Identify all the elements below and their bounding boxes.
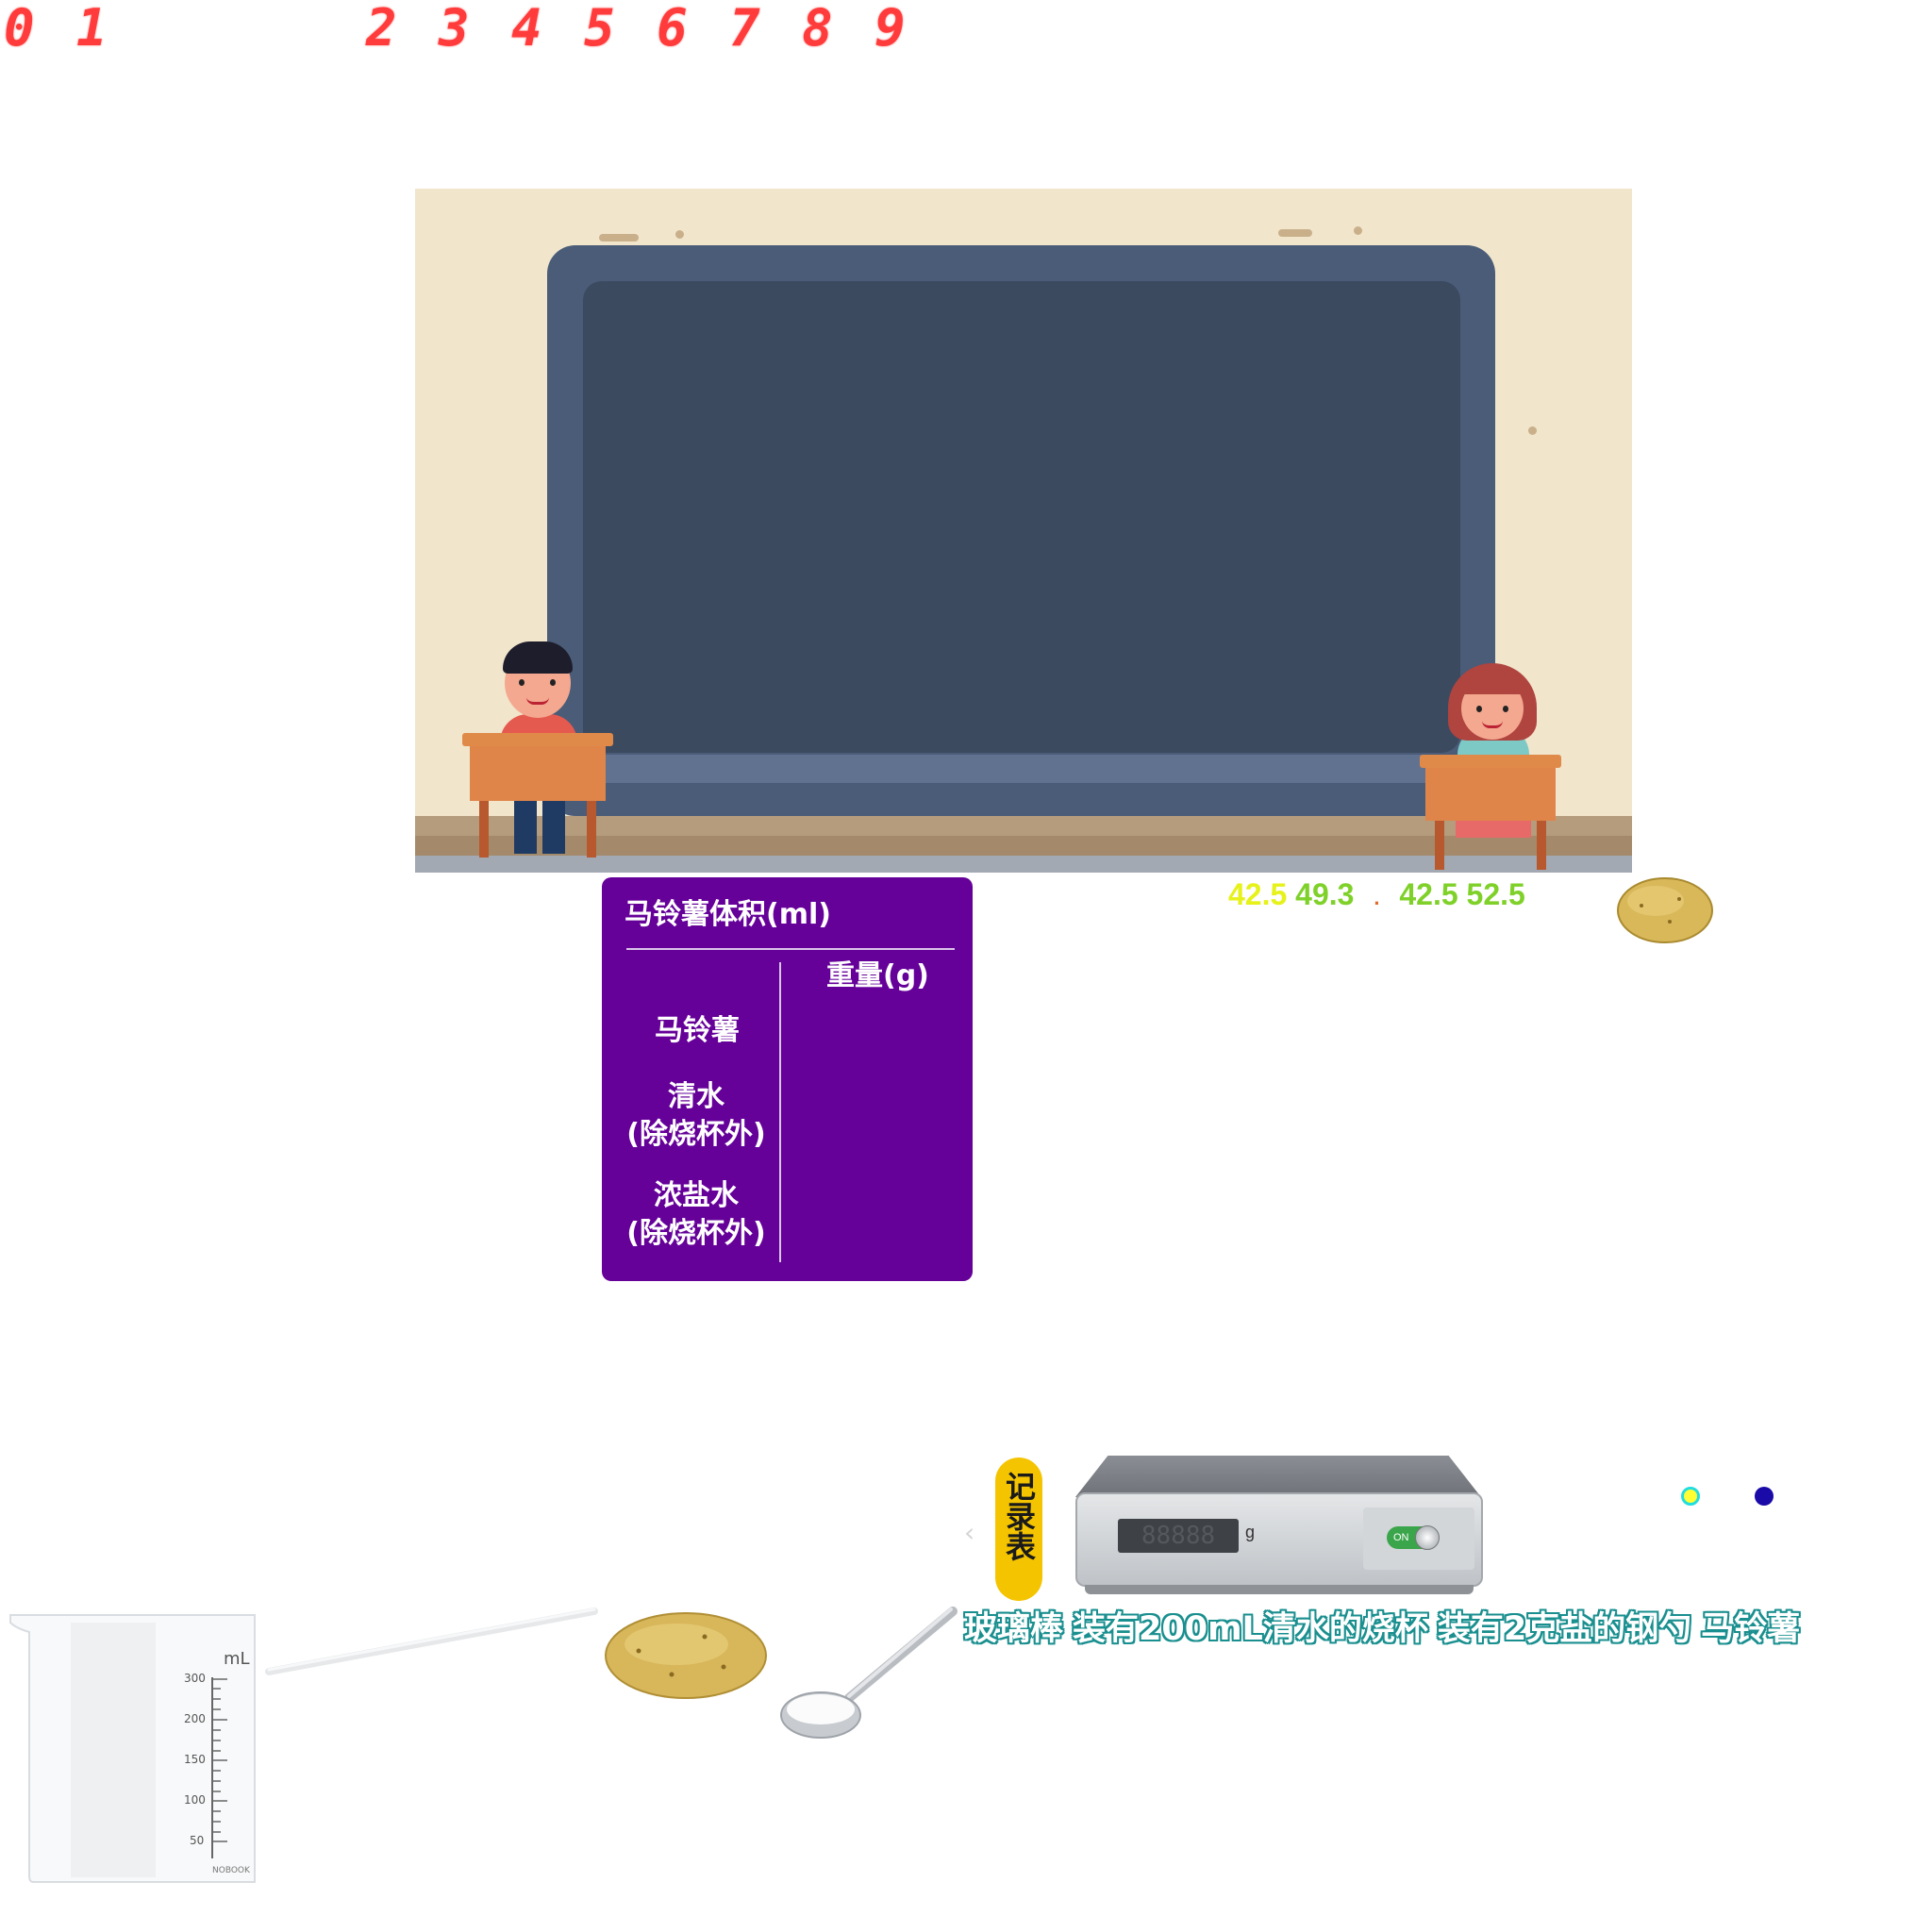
- label-glass-rod[interactable]: 玻璃棒: [964, 1610, 1064, 1648]
- beaker[interactable]: mL 300 200 150 100 50 NOBOOK: [5, 1613, 259, 1887]
- table-divider: [626, 948, 955, 950]
- potato-icon[interactable]: [1613, 873, 1717, 948]
- scale-knob-icon[interactable]: [1415, 1525, 1440, 1550]
- classroom-scene: [415, 189, 1632, 873]
- label-potato[interactable]: 马铃薯: [1701, 1610, 1801, 1648]
- beaker-mark: 150: [184, 1753, 206, 1766]
- scale-display: 88888: [1118, 1519, 1239, 1553]
- reading-value-1: 42.5: [1228, 877, 1288, 911]
- scale-base: [1085, 1585, 1474, 1594]
- floor: [415, 816, 1632, 856]
- wall-decoration: [599, 234, 639, 242]
- glass-rod-icon[interactable]: [264, 1604, 604, 1679]
- table-title: 马铃薯体积(ml): [625, 898, 831, 931]
- status-dot-yellow[interactable]: [1681, 1487, 1700, 1506]
- scale-unit: g: [1245, 1523, 1256, 1541]
- digit-strip-right: 2 3 4 5 6 7 8 9: [366, 0, 911, 58]
- table-row-label: 清水: [668, 1080, 724, 1113]
- label-salt-spoon[interactable]: 装有2克盐的钢勺: [1437, 1610, 1692, 1648]
- equipment-labels: 玻璃棒装有200mL清水的烧杯装有2克盐的钢勺马铃薯: [964, 1602, 1809, 1650]
- status-dot-blue[interactable]: [1755, 1487, 1774, 1506]
- table-row-label: (除烧杯外): [626, 1118, 766, 1151]
- potato-icon[interactable]: [601, 1608, 771, 1703]
- reading-row: 42.5 49.3 . 42.5 52.5: [1228, 877, 1525, 912]
- reading-value-3: 42.5: [1399, 877, 1458, 911]
- beaker-mark: 200: [184, 1712, 206, 1725]
- reading-value-2: 49.3: [1295, 877, 1355, 911]
- scale-platform[interactable]: [1075, 1456, 1481, 1497]
- table-row-label: (除烧杯外): [626, 1217, 766, 1250]
- table-divider: [779, 962, 781, 1262]
- blackboard-ledge: [547, 755, 1495, 783]
- record-table-button[interactable]: 记录表: [995, 1457, 1042, 1601]
- reading-value-4: 52.5: [1466, 877, 1525, 911]
- record-table: 马铃薯体积(ml) 重量(g) 马铃薯 清水 (除烧杯外) 浓盐水 (除烧杯外): [602, 877, 973, 1281]
- table-col-header: 重量(g): [826, 959, 929, 992]
- reading-separator: .: [1374, 886, 1380, 909]
- wall-decoration: [1354, 226, 1362, 235]
- wall-decoration: [1528, 426, 1537, 435]
- beaker-mark: 100: [184, 1793, 206, 1807]
- floor-base: [415, 856, 1632, 873]
- label-water-beaker[interactable]: 装有200mL清水的烧杯: [1073, 1610, 1428, 1648]
- record-button-label: 记录表: [1001, 1471, 1037, 1561]
- beaker-unit: mL: [224, 1649, 250, 1669]
- boy-student: [462, 637, 623, 863]
- girl-student: [1420, 660, 1571, 873]
- salt-spoon-icon[interactable]: [774, 1604, 962, 1745]
- table-row-label: 马铃薯: [655, 1014, 740, 1047]
- beaker-mark: 300: [184, 1672, 206, 1685]
- collapse-arrow-icon[interactable]: ‹: [964, 1517, 975, 1548]
- beaker-brand: NOBOOK: [212, 1866, 250, 1875]
- digit-strip-left: 0 1: [4, 0, 113, 58]
- wall-decoration: [675, 230, 684, 239]
- switch-label: ON: [1393, 1532, 1409, 1543]
- beaker-mark: 50: [190, 1834, 205, 1847]
- wall-decoration: [1278, 229, 1312, 237]
- blackboard: [583, 281, 1460, 753]
- table-row-label: 浓盐水: [654, 1179, 739, 1212]
